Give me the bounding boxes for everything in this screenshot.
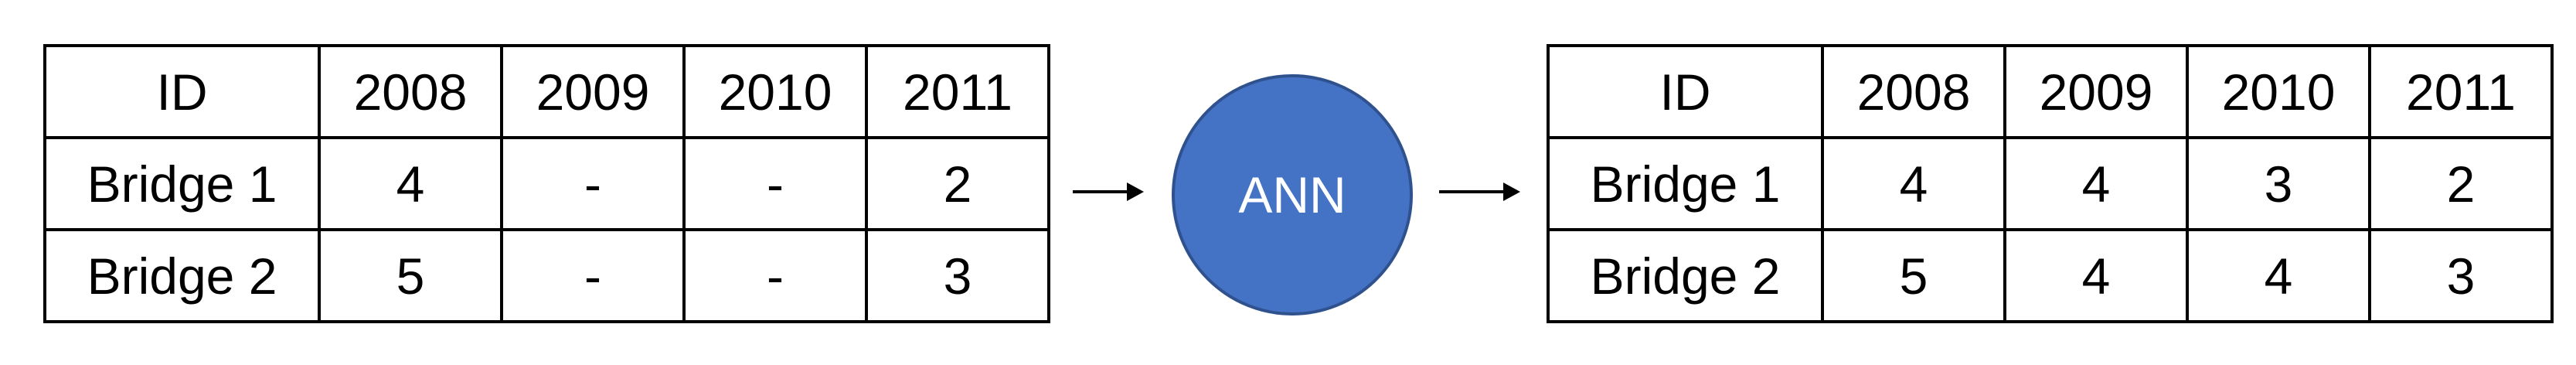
output-table: ID 2008 2009 2010 2011 Bridge 1 4 4 3 2 … <box>1547 44 2554 323</box>
row-id-cell: Bridge 1 <box>1547 136 1824 231</box>
header-cell-year: 2011 <box>2368 44 2554 139</box>
header-cell-year: 2009 <box>2003 44 2189 139</box>
row-id-cell: Bridge 2 <box>1547 228 1824 323</box>
value-cell: 2 <box>865 136 1050 231</box>
header-cell-year: 2008 <box>318 44 503 139</box>
row-id-cell: Bridge 1 <box>43 136 321 231</box>
value-cell: - <box>500 228 686 323</box>
value-cell: 4 <box>2186 228 2371 323</box>
table-row: Bridge 1 4 - - 2 <box>43 136 1050 231</box>
value-cell: 2 <box>2368 136 2554 231</box>
right-arrow-icon <box>1439 182 1520 201</box>
value-cell: - <box>682 228 868 323</box>
value-cell: 4 <box>1821 136 2006 231</box>
value-cell: 4 <box>2003 228 2189 323</box>
ann-node: ANN <box>1172 74 1413 316</box>
value-cell: 4 <box>2003 136 2189 231</box>
header-cell-year: 2009 <box>500 44 686 139</box>
table-row: Bridge 2 5 - - 3 <box>43 228 1050 323</box>
header-cell-year: 2008 <box>1821 44 2006 139</box>
value-cell: - <box>682 136 868 231</box>
table-header-row: ID 2008 2009 2010 2011 <box>1547 44 2554 139</box>
value-cell: - <box>500 136 686 231</box>
table-header-row: ID 2008 2009 2010 2011 <box>43 44 1050 139</box>
ann-label: ANN <box>1238 166 1346 223</box>
header-cell-id: ID <box>43 44 321 139</box>
value-cell: 5 <box>318 228 503 323</box>
input-table: ID 2008 2009 2010 2011 Bridge 1 4 - - 2 … <box>43 44 1050 323</box>
value-cell: 3 <box>2368 228 2554 323</box>
row-id-cell: Bridge 2 <box>43 228 321 323</box>
table-row: Bridge 1 4 4 3 2 <box>1547 136 2554 231</box>
value-cell: 3 <box>2186 136 2371 231</box>
header-cell-id: ID <box>1547 44 1824 139</box>
right-arrow-icon <box>1073 182 1144 201</box>
value-cell: 4 <box>318 136 503 231</box>
value-cell: 3 <box>865 228 1050 323</box>
header-cell-year: 2010 <box>682 44 868 139</box>
value-cell: 5 <box>1821 228 2006 323</box>
header-cell-year: 2010 <box>2186 44 2371 139</box>
header-cell-year: 2011 <box>865 44 1050 139</box>
table-row: Bridge 2 5 4 4 3 <box>1547 228 2554 323</box>
